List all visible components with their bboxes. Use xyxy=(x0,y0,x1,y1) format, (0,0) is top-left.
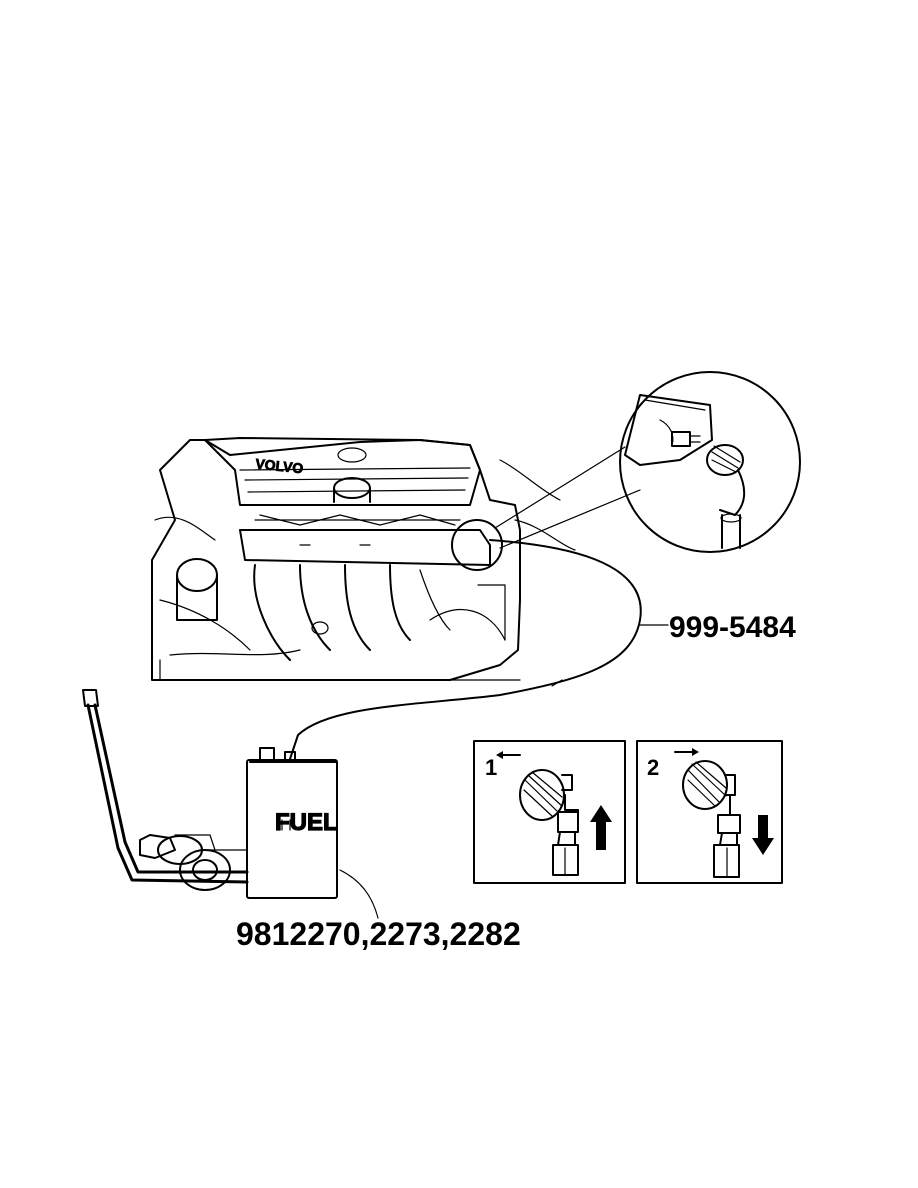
coupling-icon xyxy=(682,760,741,878)
step-1-panel: 1 xyxy=(473,740,626,884)
connector-detail-inset xyxy=(619,371,801,553)
detail-marker-circle xyxy=(451,519,503,571)
tank-leader-line xyxy=(339,869,379,919)
cam-cover: VOLVO xyxy=(204,437,481,506)
arrow-right-icon xyxy=(674,748,699,756)
quick-coupling-icon xyxy=(706,444,746,549)
step-1-number: 1 xyxy=(485,755,497,780)
arrow-up-icon xyxy=(590,805,612,850)
detail-leader-line-2 xyxy=(499,489,641,549)
hose-tool-label: 999-5484 xyxy=(669,611,796,644)
coolant-reservoir xyxy=(176,558,218,621)
fuel-rail xyxy=(239,514,491,566)
detail-leader-line xyxy=(494,446,626,529)
step-2-panel: 2 xyxy=(636,740,783,884)
arrow-down-icon xyxy=(752,815,774,855)
tank-text: FUEL xyxy=(275,809,338,836)
coupling-icon xyxy=(519,769,579,876)
tank-trolley xyxy=(82,689,249,891)
step-2-number: 2 xyxy=(647,755,659,780)
fuel-tank: FUEL xyxy=(246,747,338,899)
arrow-left-icon xyxy=(496,751,521,759)
tank-tool-label: 9812270,2273,2282 xyxy=(236,916,521,952)
engine-brand-text: VOLVO xyxy=(255,455,304,476)
fuel-hose xyxy=(288,539,642,763)
engine-illustration: VOLVO xyxy=(151,437,576,681)
oil-filler-cap xyxy=(333,447,371,503)
intake-manifold xyxy=(253,564,451,661)
